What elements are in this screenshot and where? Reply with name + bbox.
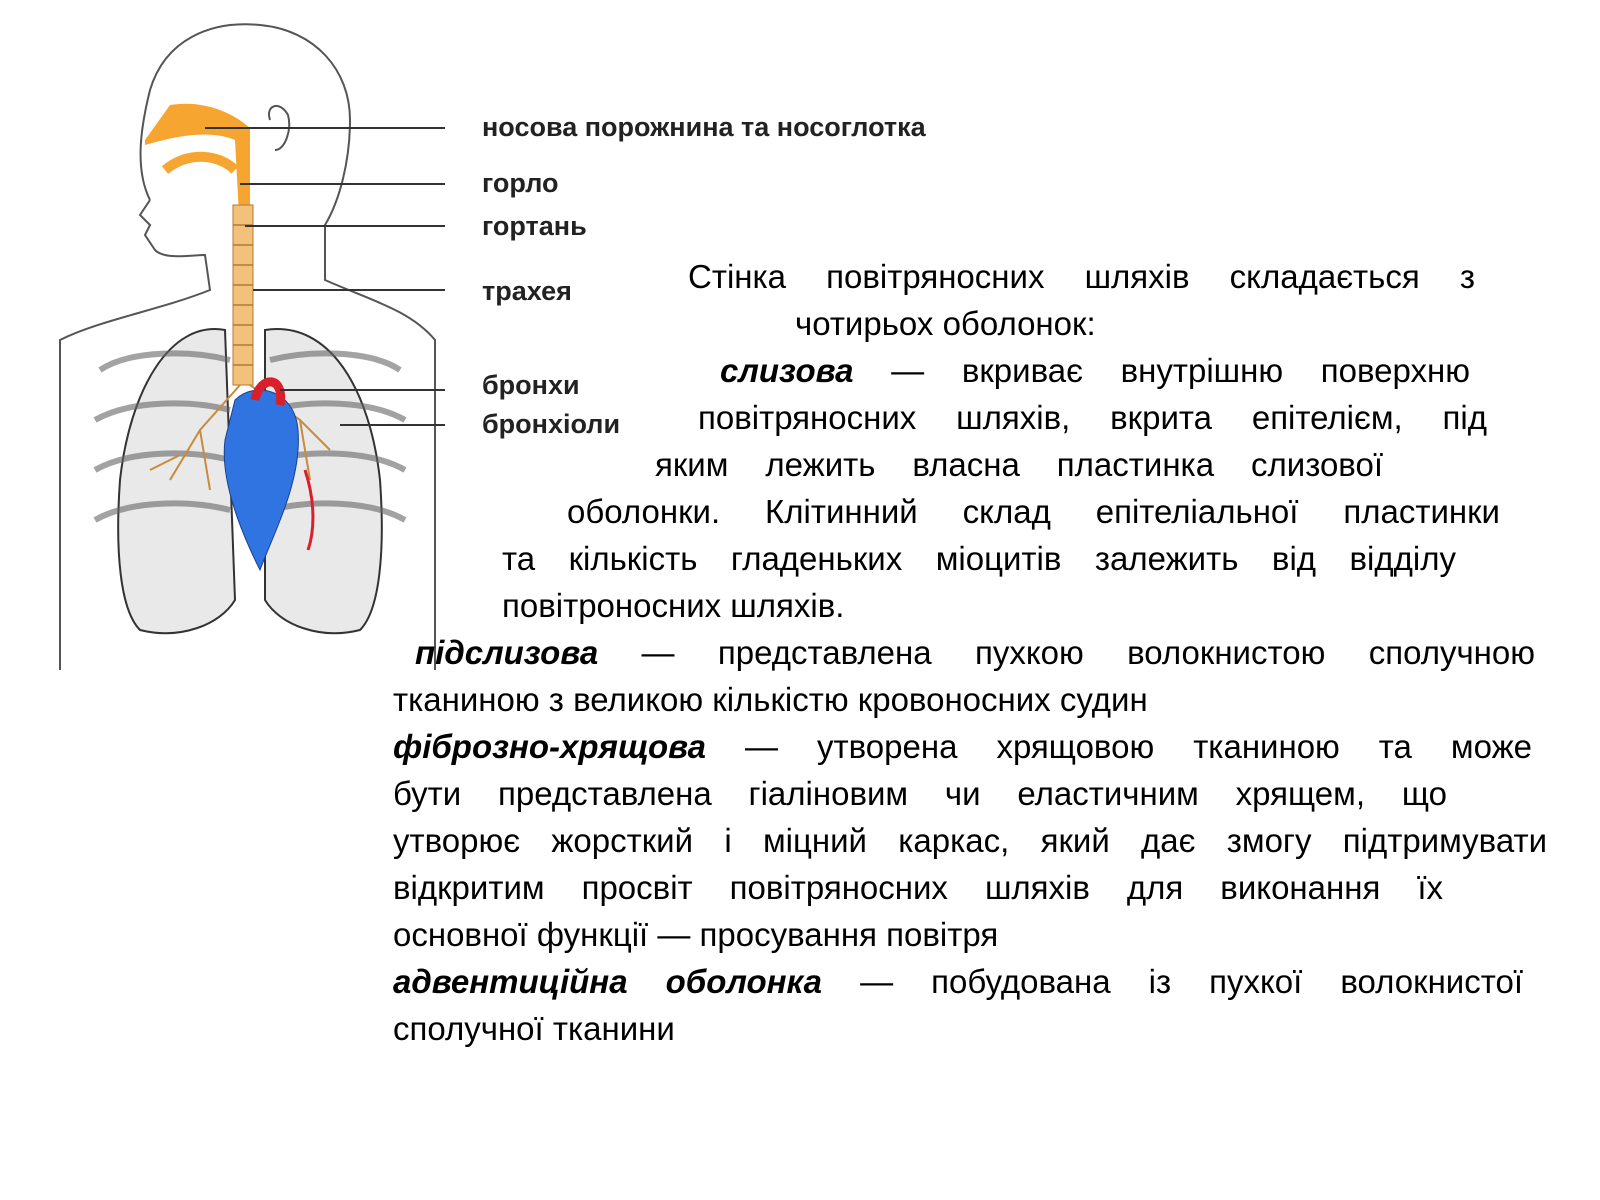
text-line: слизова — вкриває внутрішню поверхню xyxy=(720,354,1470,387)
text-line: Стінка повітряносних шляхів складається … xyxy=(688,260,1475,293)
line-text: та кількість гладеньких міоцитів залежит… xyxy=(502,540,1456,577)
text-line: тканиною з великою кількістю кровоносних… xyxy=(393,683,1293,716)
line-text: повітроносних шляхів. xyxy=(502,587,845,624)
text-line: фіброзно-хрящова — утворена хрящовою тка… xyxy=(393,730,1532,763)
term-adventitia: адвентиційна оболонка xyxy=(393,963,823,1000)
text-line: повітряносних шляхів, вкрита епітелієм, … xyxy=(698,401,1487,434)
line-text: Стінка повітряносних шляхів складається … xyxy=(688,258,1475,295)
text-line: оболонки. Клітинний склад епітеліальної … xyxy=(567,495,1500,528)
line-text: основної функції — просування повітря xyxy=(393,916,999,953)
text-line: відкритим просвіт повітряносних шляхів д… xyxy=(393,871,1443,904)
term-fibrocartilaginous: фіброзно-хрящова xyxy=(393,728,707,765)
text-line: утворює жорсткий і міцний каркас, який д… xyxy=(393,824,1547,857)
line-text: — утворена хрящовою тканиною та може xyxy=(706,728,1532,765)
line-text: — представлена пухкою волокнистою сполуч… xyxy=(598,634,1535,671)
text-line: чотирьох оболонок: xyxy=(795,307,1155,340)
text-line: бути представлена гіаліновим чи еластичн… xyxy=(393,777,1447,810)
line-text: — вкриває внутрішню поверхню xyxy=(853,352,1470,389)
term-submucosa: підслизова xyxy=(415,634,599,671)
label-larynx: гортань xyxy=(482,211,587,241)
line-text: повітряносних шляхів, вкрита епітелієм, … xyxy=(698,399,1487,436)
label-bronchi: бронхи xyxy=(482,370,580,400)
line-text: утворює жорсткий і міцний каркас, який д… xyxy=(393,822,1547,859)
text-line: повітроносних шляхів. xyxy=(502,589,902,622)
line-text: відкритим просвіт повітряносних шляхів д… xyxy=(393,869,1443,906)
respiratory-system-diagram xyxy=(59,23,445,670)
line-text: оболонки. Клітинний склад епітеліальної … xyxy=(567,493,1500,530)
label-pharynx: горло xyxy=(482,168,559,198)
text-line: підслизова — представлена пухкою волокни… xyxy=(415,636,1535,669)
line-text: — побудована із пухкої волокнистої xyxy=(822,963,1523,1000)
term-mucosa: слизова xyxy=(720,352,854,389)
label-trachea: трахея xyxy=(482,276,572,306)
text-line: адвентиційна оболонка — побудована із пу… xyxy=(393,965,1523,998)
label-nasal-cavity: носова порожнина та носоглотка xyxy=(482,112,926,142)
line-text: бути представлена гіаліновим чи еластичн… xyxy=(393,775,1447,812)
text-line: сполучної тканини xyxy=(393,1012,733,1045)
line-text: яким лежить власна пластинка слизової xyxy=(655,446,1383,483)
text-line: та кількість гладеньких міоцитів залежит… xyxy=(502,542,1456,575)
line-text: сполучної тканини xyxy=(393,1010,675,1047)
text-line: основної функції — просування повітря xyxy=(393,918,1113,951)
label-bronchioles: бронхіоли xyxy=(482,409,621,439)
line-text: тканиною з великою кількістю кровоносних… xyxy=(393,681,1148,718)
text-line: яким лежить власна пластинка слизової xyxy=(655,448,1383,481)
line-text: чотирьох оболонок: xyxy=(795,305,1096,342)
